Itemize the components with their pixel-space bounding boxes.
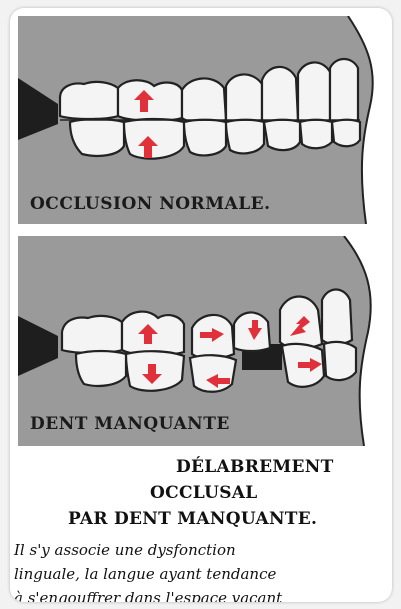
caption-title-line-3: PAR DENT MANQUANTE.: [10, 506, 392, 532]
normal-occlusion-label: OCCLUSION NORMALE.: [30, 194, 271, 214]
caption-body-line-3: à s'engouffrer dans l'espace vacant: [14, 586, 390, 602]
caption-body-line-2: linguale, la langue ayant tendance: [14, 562, 390, 586]
caption-title-line-1: DÉLABREMENT: [10, 454, 392, 480]
caption: DÉLABREMENT OCCLUSAL PAR DENT MANQUANTE.…: [10, 454, 392, 602]
caption-body-line-1: Il s'y associe une dysfonction: [14, 538, 390, 562]
missing-tooth-label: DENT MANQUANTE: [30, 414, 230, 434]
caption-title-line-2: OCCLUSAL: [10, 480, 392, 506]
illustration-card: OCCLUSION NORMALE.: [10, 8, 392, 602]
panel-normal-occlusion: OCCLUSION NORMALE.: [18, 16, 386, 224]
caption-title: DÉLABREMENT OCCLUSAL PAR DENT MANQUANTE.: [10, 454, 392, 532]
panel-missing-tooth: DENT MANQUANTE: [18, 236, 386, 446]
normal-occlusion-illustration: [18, 16, 386, 224]
caption-body: Il s'y associe une dysfonction linguale,…: [10, 538, 390, 602]
